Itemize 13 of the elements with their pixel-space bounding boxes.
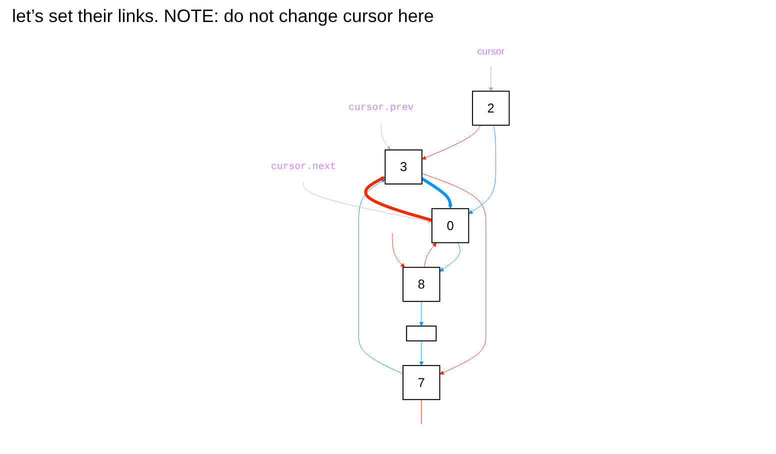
node-box: 2 bbox=[472, 90, 510, 126]
node-box: 7 bbox=[402, 365, 440, 400]
node-text: cursor.prev bbox=[348, 102, 414, 114]
arrow bbox=[364, 176, 433, 222]
node-box bbox=[406, 326, 437, 342]
node-box: 8 bbox=[402, 266, 440, 302]
note-text: let’s set their links. NOTE: do not change cursor here bbox=[11, 5, 435, 28]
node-box: 0 bbox=[432, 208, 470, 244]
node-text: cursor.next bbox=[271, 161, 336, 172]
node-text: cursor bbox=[477, 46, 505, 58]
arrow bbox=[421, 177, 453, 209]
connector bbox=[421, 399, 422, 424]
node-box: 3 bbox=[384, 149, 423, 184]
